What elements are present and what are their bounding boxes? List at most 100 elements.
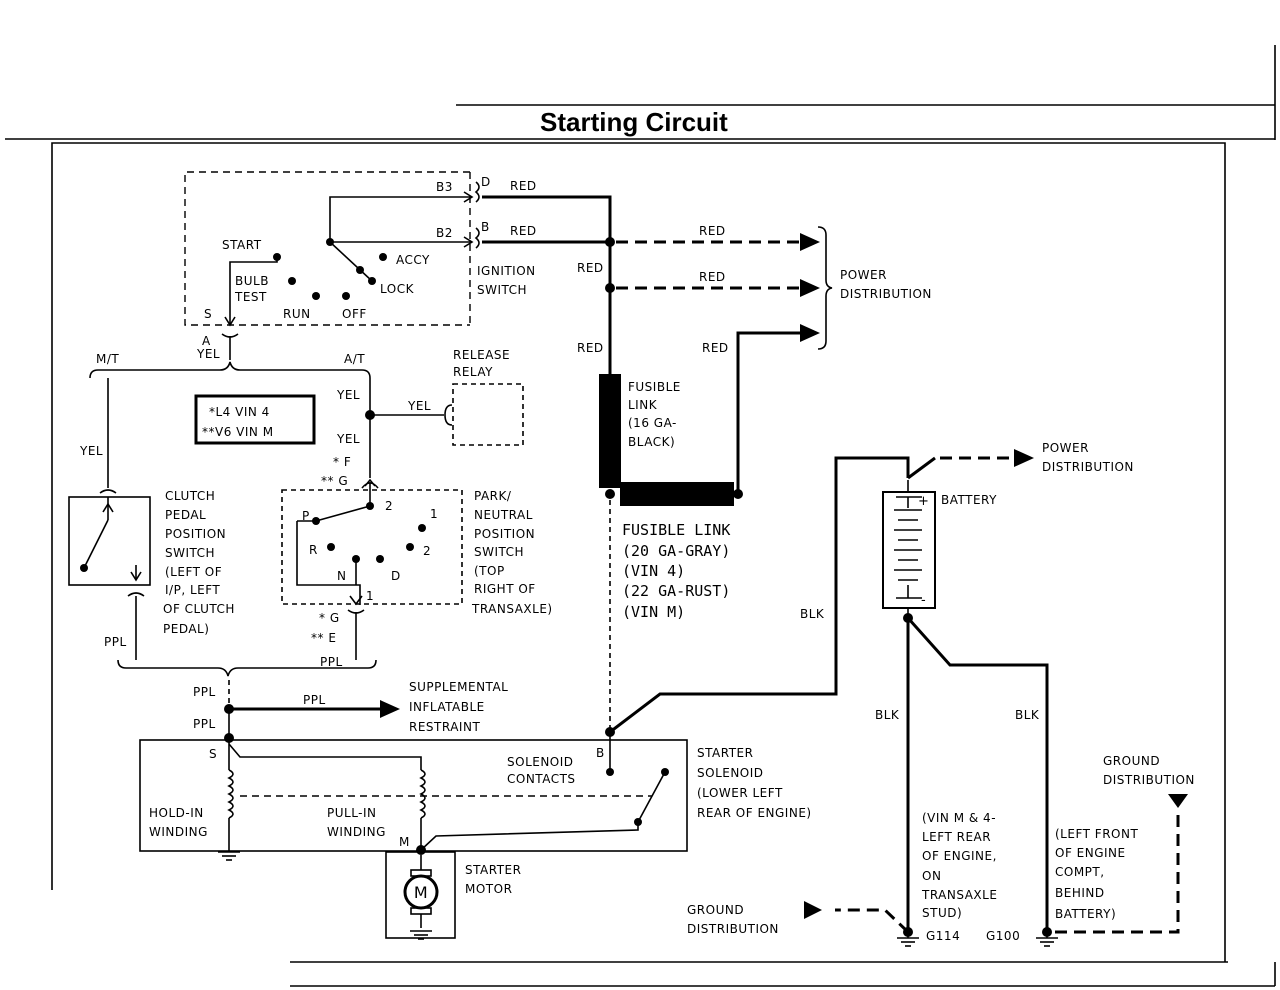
bat-pd-2: DISTRIBUTION xyxy=(1042,460,1134,474)
pn-bot-g: * G xyxy=(319,611,340,625)
battery-pos: + xyxy=(918,494,929,509)
g100-note-3: COMPT, xyxy=(1055,865,1105,879)
g114-note-4: ON xyxy=(922,869,941,883)
wire-ppl-2: PPL xyxy=(193,717,216,731)
sir-label-3: RESTRAINT xyxy=(409,720,480,734)
pn-pos-r: R xyxy=(309,543,318,557)
clutch-label-5: (LEFT OF xyxy=(165,565,222,579)
fl20-label-2: (20 GA-GRAY) xyxy=(622,542,730,560)
fl20-label-5: (VIN M) xyxy=(622,603,685,621)
sol-contacts-2: CONTACTS xyxy=(507,772,576,786)
pn-pos-2: 2 xyxy=(423,544,431,558)
release-relay-2: RELAY xyxy=(453,365,493,379)
sol-term-b: B xyxy=(596,746,605,760)
hold-in-1: HOLD-IN xyxy=(149,806,204,820)
starter-solenoid: S B M SOLENOID CONTACTS HOLD-IN WINDING … xyxy=(139,727,812,861)
pn-pos-p: P xyxy=(302,509,310,523)
g100-note-1: (LEFT FRONT xyxy=(1055,827,1138,841)
clutch-label-8: PEDAL) xyxy=(163,622,209,636)
pn-top-f: * F xyxy=(333,455,351,469)
wire-yel-relay: YEL xyxy=(407,399,431,413)
ign-pos-off: OFF xyxy=(342,307,367,321)
pull-in-2: WINDING xyxy=(327,825,386,839)
pn-bot-e: ** E xyxy=(311,631,336,645)
pn-top-g: ** G xyxy=(321,474,348,488)
wire-red-pd2: RED xyxy=(699,270,726,284)
power-dist-label-1: POWER xyxy=(840,268,887,282)
ground-symbol-hold-in xyxy=(218,846,240,861)
pn-pos-n: N xyxy=(337,569,346,583)
clutch-label-7: OF CLUTCH xyxy=(163,602,235,616)
g114-note-5: TRANSAXLE xyxy=(921,888,997,902)
fusible-links: FUSIBLE LINK (16 GA- BLACK) FUSIBLE LINK… xyxy=(599,374,743,728)
fl16-label-4: BLACK) xyxy=(628,435,675,449)
release-relay-1: RELEASE xyxy=(453,348,510,362)
power-dist-label-2: DISTRIBUTION xyxy=(840,287,932,301)
sol-label-2: SOLENOID xyxy=(697,766,764,780)
g114-note-6: STUD) xyxy=(922,906,962,920)
pn-label-4: SWITCH xyxy=(474,545,524,559)
wire-yel-mt: YEL xyxy=(79,444,103,458)
red-wiring: RED RED RED RED RED RED RED POWER DISTRI… xyxy=(482,179,932,494)
park-neutral-switch: P R N D 2 1 2 1 * F ** G * G ** E PARK/ … xyxy=(281,455,553,669)
gnd-dist-right-2: DISTRIBUTION xyxy=(1103,773,1195,787)
sir-label-2: INFLATABLE xyxy=(409,700,485,714)
wire-blk-1: BLK xyxy=(800,607,825,621)
wire-yel-a: YEL xyxy=(196,347,220,361)
hold-in-2: WINDING xyxy=(149,825,208,839)
clutch-switch: CLUTCH PEDAL POSITION SWITCH (LEFT OF I/… xyxy=(68,489,235,660)
wire-ppl-mt: PPL xyxy=(104,635,127,649)
ign-term-b3: B3 xyxy=(436,180,453,194)
motor-label-1: STARTER xyxy=(465,863,521,877)
sol-label-4: REAR OF ENGINE) xyxy=(697,806,812,820)
clutch-label-3: POSITION xyxy=(165,527,226,541)
fl20-label-1: FUSIBLE LINK xyxy=(622,521,730,539)
clutch-label-6: I/P, LEFT xyxy=(165,583,220,597)
wire-red-trunk: RED xyxy=(577,261,604,275)
variant-at: A/T xyxy=(344,352,365,366)
wire-red-pd3: RED xyxy=(702,341,729,355)
wire-yel-pn: YEL xyxy=(336,432,360,446)
starter-motor: M STARTER MOTOR xyxy=(385,851,521,940)
wire-red-fl: RED xyxy=(577,341,604,355)
fl16-label-2: LINK xyxy=(628,398,658,412)
wire-blk-2: BLK xyxy=(875,708,900,722)
pn-label-7: TRANSAXLE) xyxy=(471,602,553,616)
wire-blk-3: BLK xyxy=(1015,708,1040,722)
page-title: Starting Circuit xyxy=(540,107,728,137)
sol-label-1: STARTER xyxy=(697,746,753,760)
pn-label-2: NEUTRAL xyxy=(474,508,533,522)
pn-label-1: PARK/ xyxy=(474,489,512,503)
ign-pos-lock: LOCK xyxy=(380,282,415,296)
ignition-switch: START BULB TEST RUN OFF ACCY LOCK B3 D B… xyxy=(184,171,535,348)
sol-label-3: (LOWER LEFT xyxy=(697,786,783,800)
gnd-dist-left-2: DISTRIBUTION xyxy=(687,922,779,936)
sir-label-1: SUPPLEMENTAL xyxy=(409,680,508,694)
sol-term-s: S xyxy=(209,747,217,761)
wire-yel-at: YEL xyxy=(336,388,360,402)
ign-term-b: B xyxy=(481,220,490,234)
clutch-label-1: CLUTCH xyxy=(165,489,215,503)
ign-pos-start: START xyxy=(222,238,262,252)
ign-pos-run: RUN xyxy=(283,307,311,321)
clutch-label-2: PEDAL xyxy=(165,508,206,522)
ign-term-a: A xyxy=(202,334,211,348)
pn-pos-1: 1 xyxy=(430,507,438,521)
wire-red-d: RED xyxy=(510,179,537,193)
ign-label-2: SWITCH xyxy=(477,283,527,297)
g114-note-1: (VIN M & 4- xyxy=(922,811,996,825)
engine-note-l4: *L4 VIN 4 xyxy=(209,405,270,419)
ign-pos-bulb: BULB xyxy=(235,274,269,288)
ign-term-b2: B2 xyxy=(436,226,453,240)
motor-symbol: M xyxy=(414,883,428,902)
gnd-dist-left-1: GROUND xyxy=(687,903,744,917)
sol-contacts-1: SOLENOID xyxy=(507,755,574,769)
g114-note-2: LEFT REAR xyxy=(922,830,991,844)
variant-mt: M/T xyxy=(96,352,119,366)
wire-red-pd1: RED xyxy=(699,224,726,238)
pn-label-6: RIGHT OF xyxy=(474,582,536,596)
pn-label-3: POSITION xyxy=(474,527,535,541)
pn-pin-1: 1 xyxy=(366,589,374,603)
fl20-label-4: (22 GA-RUST) xyxy=(622,582,730,600)
engine-note-v6: **V6 VIN M xyxy=(202,425,274,439)
